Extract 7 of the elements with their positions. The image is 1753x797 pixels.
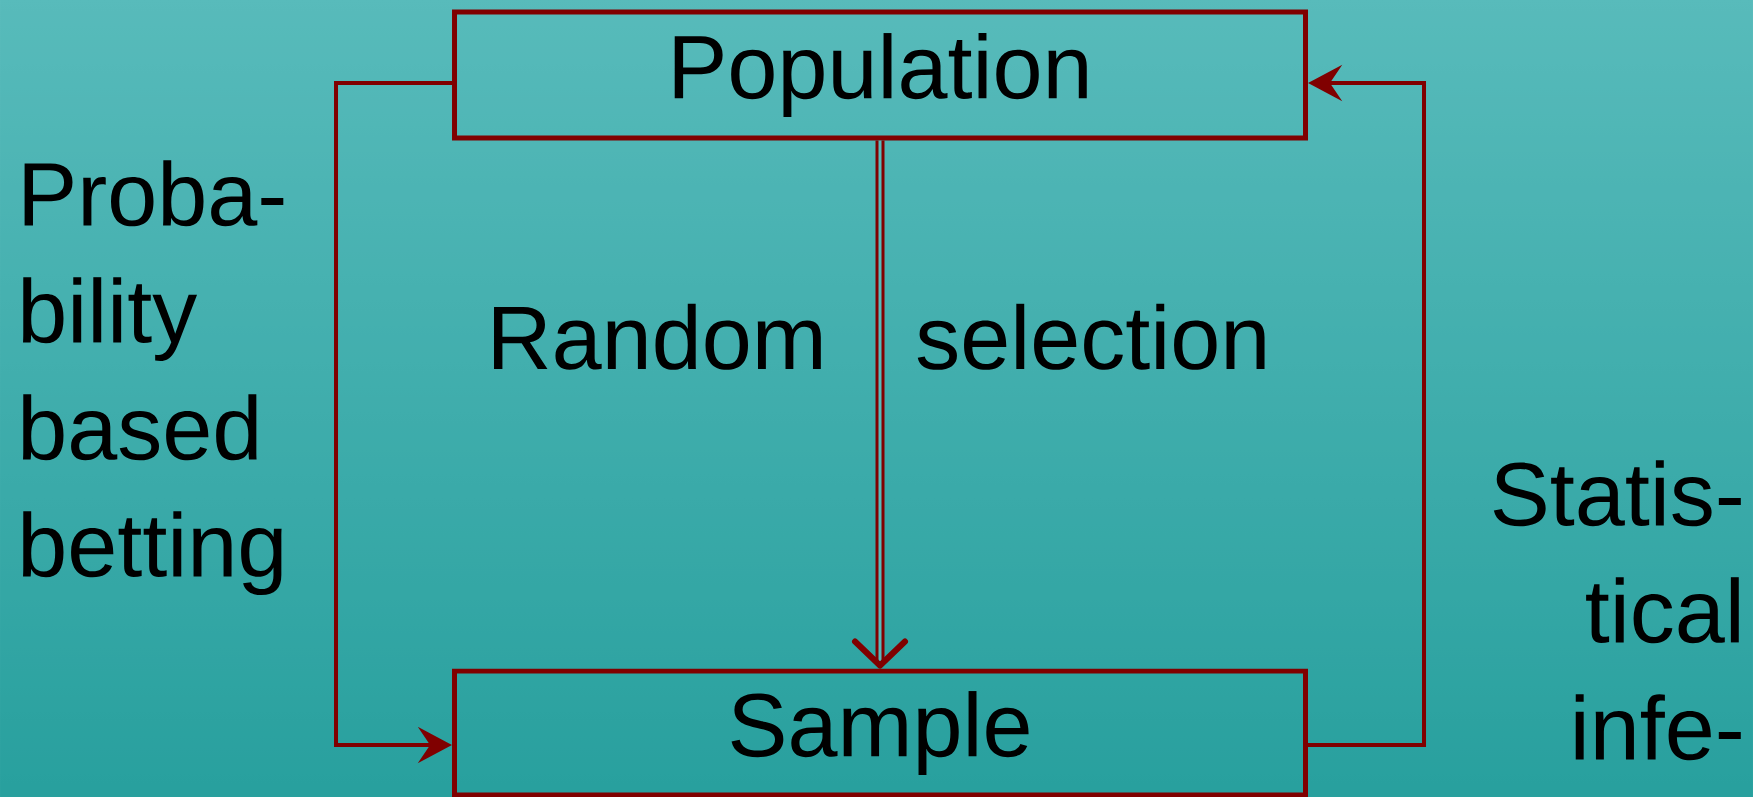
arrow <box>852 140 908 669</box>
edge-label: Statis- tical infe- <box>1493 460 1741 761</box>
edge-label: Proba- bility based betting <box>23 160 284 596</box>
text-label: Random <box>494 303 821 370</box>
box: Population <box>452 9 1308 141</box>
text-label: selection <box>917 303 1265 370</box>
box: Sample <box>452 668 1308 797</box>
